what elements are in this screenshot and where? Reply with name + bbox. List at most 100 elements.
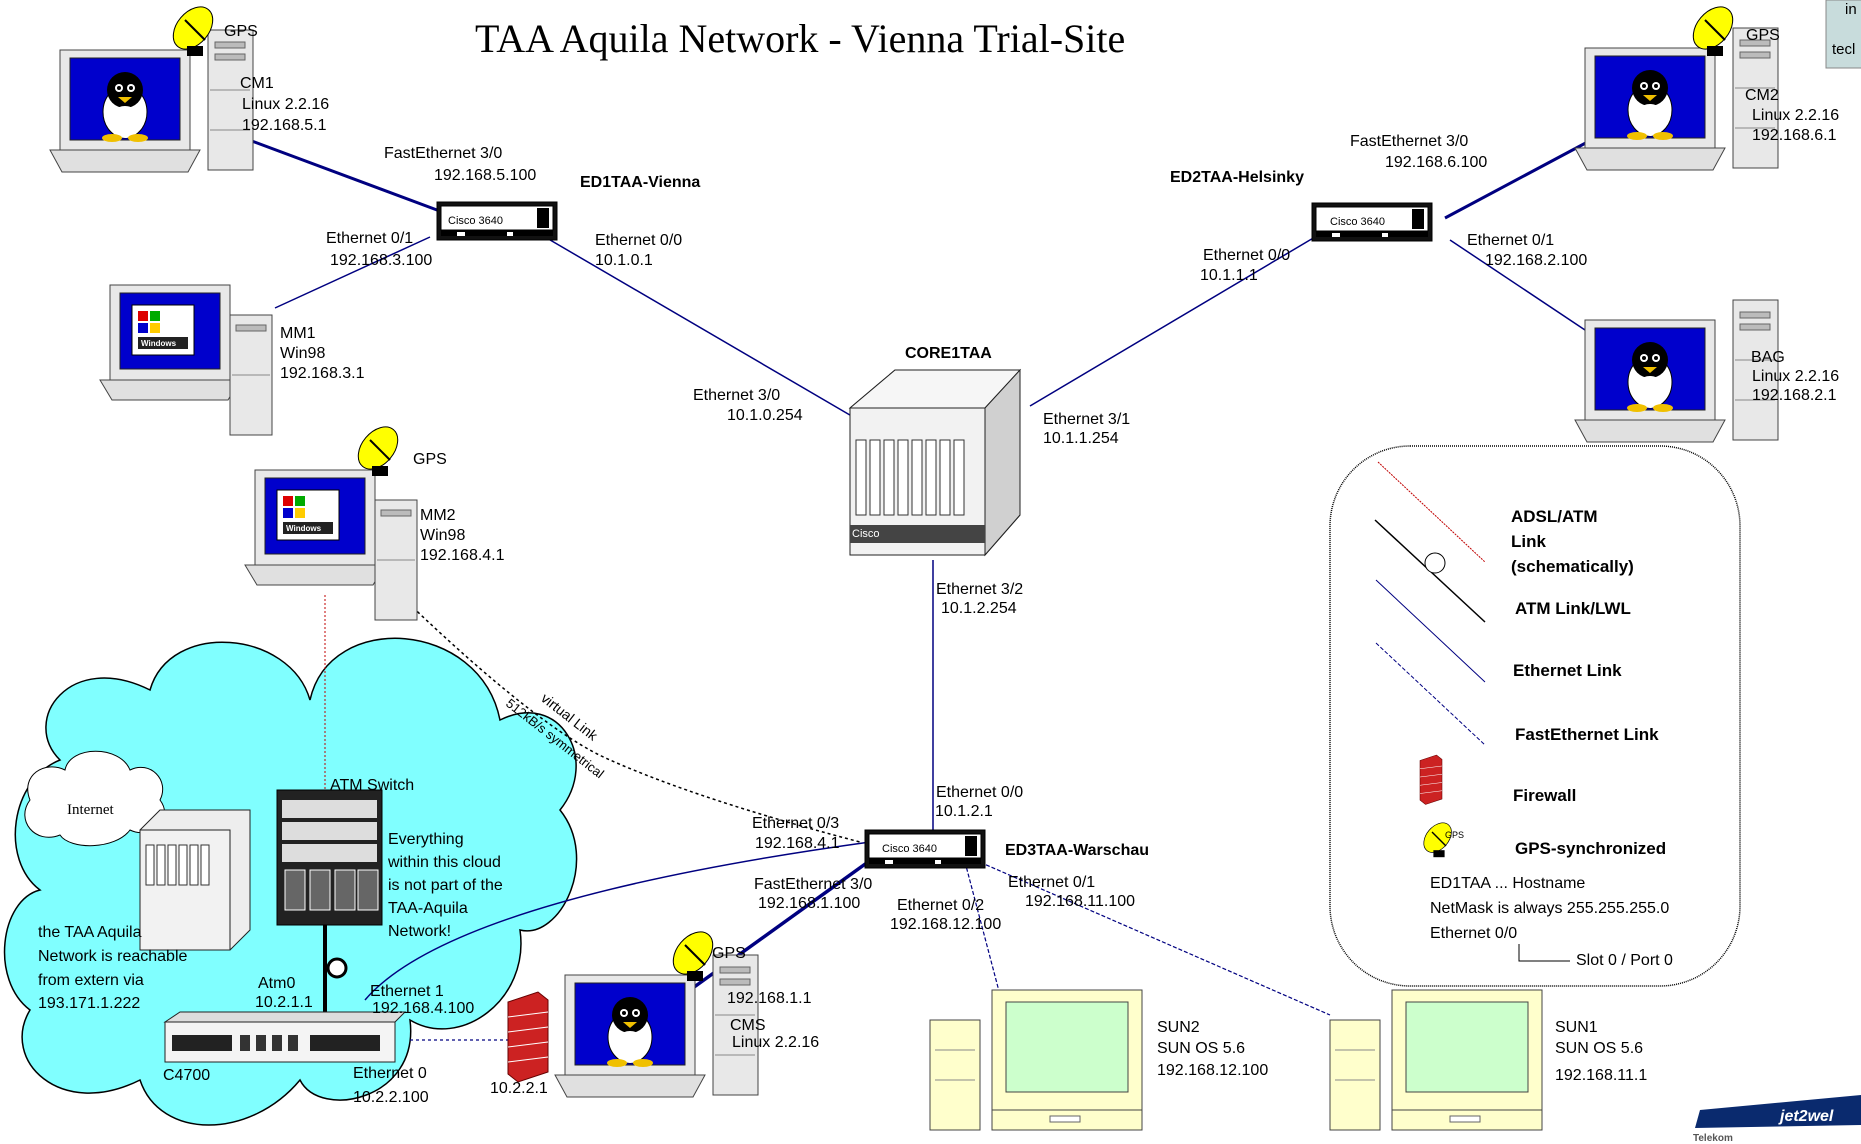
core-port-label: Ethernet 3/2 [936,581,1023,598]
ed3-port-label: Ethernet 0/2 [897,897,984,914]
cms-ip2: 10.2.2.1 [490,1080,548,1097]
legend-note-netmask: NetMask is always 255.255.255.0 [1430,900,1669,917]
c4700-router-icon [163,1011,407,1063]
gps-icon [349,418,407,478]
ed3-port-ip: 192.168.12.100 [890,916,1001,933]
ed3-port-ip: 192.168.4.1 [755,835,840,852]
bag-name: BAG [1751,349,1785,366]
cm2-ip: 192.168.6.1 [1752,127,1837,144]
ed1-port-label: Ethernet 0/0 [595,232,682,249]
sun2-ip: 192.168.12.100 [1157,1062,1268,1079]
sun2-name: SUN2 [1157,1019,1200,1036]
ed2-port-ip: 10.1.1.1 [1200,267,1258,284]
link-core-ed2 [1029,236,1316,407]
core-port-ip: 10.1.0.254 [727,407,803,424]
firewall-icon [507,991,549,1083]
mm2-pc-icon [244,469,418,621]
ed3-name: ED3TAA-Warschau [1005,842,1149,859]
mm2-os: Win98 [420,527,465,544]
reach-note-line: Network is reachable [38,948,188,965]
ed1-device: Cisco 3640 [448,215,503,227]
cm2-os: Linux 2.2.16 [1752,107,1839,124]
cm1-pc-icon [49,29,254,173]
corner-badge [1825,0,1861,69]
mm2-name: MM2 [420,507,456,524]
ed3-port-ip: 192.168.11.100 [1025,893,1135,910]
mm2-ip: 192.168.4.1 [420,547,505,564]
cloud-note-line: Everything [388,831,464,848]
legend-adsl-label: (schematically) [1511,557,1634,576]
corner-text: tecl [1832,41,1855,58]
cms-ip: 192.168.1.1 [727,990,812,1007]
ed3-device: Cisco 3640 [882,843,937,855]
jet2web-logo [1695,1095,1861,1128]
atm-switch-label: ATM Switch [330,777,414,794]
gps-label: GPS [1746,27,1780,44]
link-ed1-core [544,236,856,419]
ed1-port-ip: 10.1.0.1 [595,252,653,269]
cms-pc-icon [554,954,759,1098]
ed2-port-label: Ethernet 0/1 [1467,232,1554,249]
link-c4700-ed3 [364,841,871,1001]
atm0-label: Atm0 [258,975,295,992]
legend-fastethernet-line [1375,642,1486,746]
legend-atm-label: ATM Link/LWL [1515,599,1631,618]
server-icon [139,809,251,951]
sun1-ip: 192.168.11.1 [1555,1067,1647,1084]
logo-text: jet2wel [1778,1108,1834,1125]
sun1-os: SUN OS 5.6 [1555,1040,1643,1057]
ed2-name: ED2TAA-Helsinky [1170,169,1304,186]
ed2-port-ip: 192.168.2.100 [1485,252,1587,269]
core-device: Cisco [852,528,880,540]
cm2-name: CM2 [1745,87,1779,104]
link-mm1-ed1 [274,236,431,309]
legend-note-port: Ethernet 0/0 [1430,925,1517,942]
core-router-icon [848,368,1022,557]
core-port-ip: 10.1.2.254 [941,600,1017,617]
reach-note-line: 193.171.1.222 [38,995,140,1012]
core-port-label: Ethernet 3/1 [1043,411,1130,428]
reach-note-line: from extern via [38,972,144,989]
ed3-port-ip: 10.1.2.1 [935,803,993,820]
link-ed3-sun1 [974,859,1331,1016]
core-port-label: Ethernet 3/0 [693,387,780,404]
ed1-port-ip: 192.168.5.100 [434,167,536,184]
ed3-port-label: Ethernet 0/0 [936,784,1023,801]
cloud-note-line: within this cloud [387,854,501,871]
c4700-eth0-ip: 10.2.2.100 [353,1089,429,1106]
link-ed3-sun2 [964,861,1001,996]
cm1-name: CM1 [240,75,274,92]
sun2-workstation-icon [929,989,1143,1131]
c4700-eth1-ip: 192.168.4.100 [372,1000,474,1017]
legend-firewall-label: Firewall [1513,786,1576,805]
reach-note-line: the TAA Aquila [38,924,142,941]
bag-os: Linux 2.2.16 [1752,368,1839,385]
legend: GPS [1329,445,1741,987]
cloud-note-line: Network! [388,923,451,940]
mm1-name: MM1 [280,325,316,342]
gps-label: GPS [413,451,447,468]
legend-ethernet-line [1375,579,1486,683]
ed2-port-ip: 192.168.6.100 [1385,154,1487,171]
ed2-device: Cisco 3640 [1330,216,1385,228]
link-virtual [399,594,861,843]
cm1-os: Linux 2.2.16 [242,96,329,113]
legend-fastethernet-label: FastEthernet Link [1515,725,1659,744]
legend-adsl-label: ADSL/ATM [1511,507,1598,526]
sun1-workstation-icon [1329,989,1543,1131]
cm1-ip: 192.168.5.1 [242,117,327,134]
cms-os: Linux 2.2.16 [732,1034,819,1051]
ed3-port-ip: 192.168.1.100 [758,895,860,912]
c4700-eth1-label: Ethernet 1 [370,983,444,1000]
telekom-label: Telekom [1693,1133,1733,1144]
link-ed2-cm2 [1444,128,1611,220]
legend-adsl-line [1377,461,1486,563]
gps-label: GPS [712,945,746,962]
ed1-port-ip: 192.168.3.100 [330,252,432,269]
legend-gps-label: GPS-synchronized [1515,839,1666,858]
legend-adsl-label: Link [1511,532,1546,551]
ed2-port-label: FastEthernet 3/0 [1350,133,1468,150]
firewall-icon [1419,754,1443,805]
